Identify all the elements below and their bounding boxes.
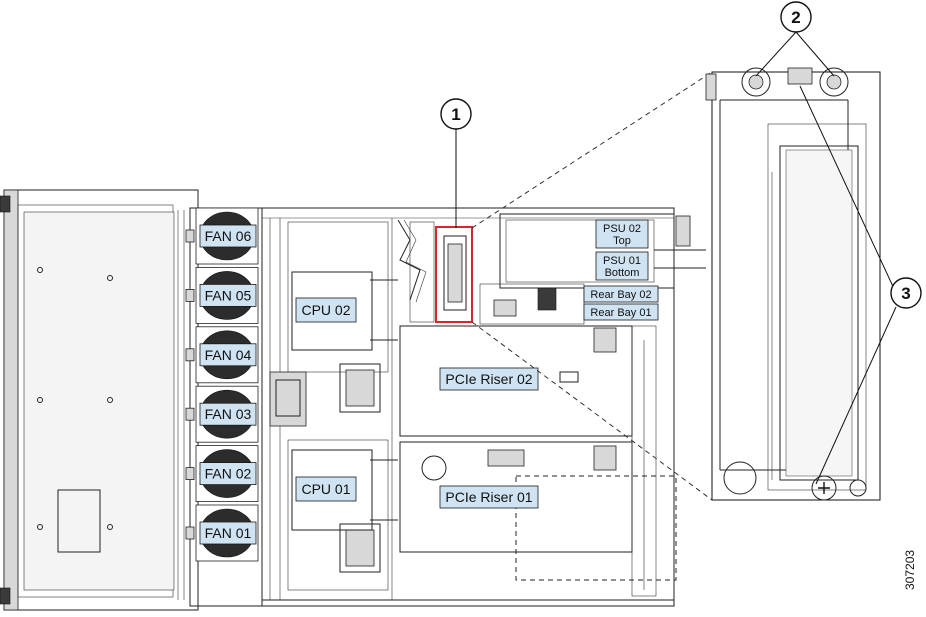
- projection-lines: [471, 71, 713, 501]
- svg-text:Rear Bay 01: Rear Bay 01: [590, 307, 651, 319]
- cable-routing: [397, 219, 435, 323]
- fan-module: FAN 05: [185, 266, 259, 324]
- inset-detail: [705, 67, 881, 501]
- rear-io-edge: [631, 325, 657, 597]
- svg-text:1: 1: [451, 105, 460, 124]
- cpu-01-label-box: [295, 476, 357, 502]
- svg-text:3: 3: [901, 284, 910, 303]
- svg-text:Rear Bay 02: Rear Bay 02: [590, 289, 651, 301]
- fan-label: FAN 04: [205, 347, 252, 363]
- fan-label: FAN 05: [205, 287, 252, 303]
- pcie-riser-02-label: PCIe Riser 02: [445, 371, 532, 387]
- cpu-02-area: CPU 02: [287, 221, 398, 373]
- pcie-riser-02: PCIe Riser 02: [399, 325, 633, 437]
- fan-module: FAN 04: [185, 326, 259, 384]
- fan-module: FAN 06: [185, 207, 259, 265]
- psu-02-label: PSU 02 Top: [595, 219, 649, 249]
- front-drive-bay: [0, 189, 199, 611]
- highlighted-component: [435, 226, 473, 323]
- fan-modules: FAN 06 FAN 05 FAN 04 FAN 03 FAN 02 FAN 01: [185, 207, 259, 562]
- fan-module: FAN 01: [185, 504, 259, 562]
- pcie-riser-01-label: PCIe Riser 01: [445, 489, 532, 505]
- callout-2: 2: [755, 1, 835, 77]
- rear-bay-01-label: Rear Bay 01: [583, 303, 659, 321]
- pcie-riser-01: PCIe Riser 01: [399, 441, 677, 581]
- cpu-01-label: CPU 01: [301, 481, 350, 497]
- svg-text:Top: Top: [613, 235, 631, 247]
- fan-label: FAN 03: [205, 406, 252, 422]
- fan-module: FAN 03: [185, 385, 259, 443]
- svg-text:2: 2: [791, 8, 800, 27]
- psu-bay: [499, 213, 706, 289]
- rear-bay-area: [479, 283, 585, 325]
- rear-bay-02-label: Rear Bay 02: [583, 285, 659, 303]
- psu-01-label: PSU 01 Bottom: [595, 251, 649, 281]
- fan-label: FAN 01: [205, 525, 252, 541]
- cpu-02-label-box: [295, 297, 357, 323]
- svg-text:PSU 01: PSU 01: [603, 255, 641, 267]
- fan-label: FAN 02: [205, 466, 252, 482]
- fan-label: FAN 06: [205, 228, 252, 244]
- svg-text:PSU 02: PSU 02: [603, 223, 641, 235]
- fan-module: FAN 02: [185, 445, 259, 503]
- cpu-01-area: CPU 01: [287, 439, 398, 591]
- cpu-socket-handles: [269, 363, 381, 573]
- cpu-02-label: CPU 02: [301, 302, 350, 318]
- callout-3: 3: [799, 85, 922, 485]
- figure-id: 307203: [903, 550, 917, 590]
- svg-text:Bottom: Bottom: [605, 267, 640, 279]
- callout-1: 1: [440, 98, 472, 228]
